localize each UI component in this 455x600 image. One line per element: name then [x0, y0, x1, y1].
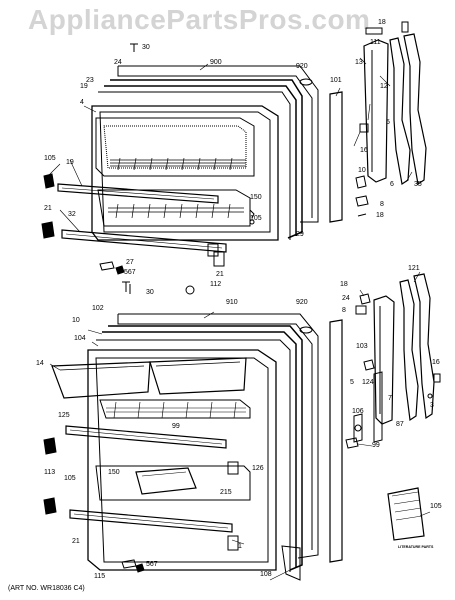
callout-label: 115	[94, 573, 105, 580]
callout-label: 104	[74, 335, 86, 342]
callout-label: 112	[210, 281, 221, 288]
fresh-food-door-assembly	[43, 284, 343, 581]
callout-label: 567	[146, 561, 158, 568]
callout-label: 35	[414, 181, 422, 188]
callout-label: 18	[340, 281, 348, 288]
callout-label: 19	[66, 159, 74, 166]
callout-label: 13	[355, 59, 363, 66]
callout-label: 21	[216, 271, 224, 278]
callout-label: 30	[146, 289, 154, 296]
callout-label: 21	[44, 205, 52, 212]
callout-label: 920	[296, 63, 308, 70]
callout-label: 105	[250, 215, 262, 222]
callout-label: 30	[142, 44, 150, 51]
callout-label: 105	[64, 475, 76, 482]
freezer-door-small-parts	[99, 251, 225, 295]
callout-label: 23	[86, 77, 94, 84]
literature-label: LITERATURE PARTS	[398, 545, 434, 549]
callout-label: 5	[386, 119, 390, 126]
callout-label: 18	[378, 19, 386, 26]
callout-label: 900	[210, 59, 222, 66]
callout-label: 105	[430, 503, 442, 510]
callout-label: 8	[380, 201, 384, 208]
callout-label: 16	[360, 147, 368, 154]
callout-label: 150	[250, 194, 262, 201]
callout-label: 4	[80, 99, 84, 106]
callout-label: 3	[430, 402, 434, 409]
art-number: (ART NO. WR18036 C4)	[8, 585, 85, 592]
callout-label: 24	[114, 59, 122, 66]
callout-label: 126	[252, 465, 264, 472]
callout-label: 18	[376, 212, 384, 219]
callout-label: 29	[296, 231, 304, 238]
fresh-food-hinge-parts	[345, 273, 441, 449]
callout-label: 99	[372, 442, 380, 449]
callout-label: 125	[58, 412, 70, 419]
callout-label: 12	[380, 83, 388, 90]
callout-label: 7	[388, 395, 392, 402]
callout-label: 113	[44, 469, 55, 476]
callout-label: 215	[220, 489, 232, 496]
freezer-hinge-parts	[355, 21, 427, 217]
callout-label: 99	[172, 423, 180, 430]
callout-label: 102	[92, 305, 104, 312]
callout-label: 910	[226, 299, 238, 306]
callout-label: 106	[352, 408, 364, 415]
callout-label: 24	[342, 295, 350, 302]
callout-labels: 30 900 920 18 111 19 13 12 101 24 23 4 5…	[36, 19, 442, 580]
callout-label: 121	[408, 265, 420, 272]
callout-label: 16	[432, 359, 440, 366]
callout-label: 108	[260, 571, 272, 578]
callout-label: 19	[80, 83, 88, 90]
literature-booklet: LITERATURE PARTS	[387, 487, 434, 549]
callout-label: 10	[72, 317, 80, 324]
callout-label: 27	[126, 259, 134, 266]
callout-label: 150	[108, 469, 120, 476]
callout-label: 1	[238, 543, 242, 550]
callout-label: 21	[72, 538, 80, 545]
callout-label: 567	[124, 269, 136, 276]
callout-label: 920	[296, 299, 308, 306]
callout-label: 101	[330, 77, 342, 84]
callout-label: 6	[390, 181, 394, 188]
freezer-door-assembly	[41, 43, 343, 257]
callout-label: 124	[362, 379, 374, 386]
watermark-text: AppliancePartsPros.com	[28, 4, 371, 35]
leader-lines	[47, 57, 431, 581]
callout-label: 103	[356, 343, 368, 350]
callout-label: 32	[68, 211, 76, 218]
callout-label: 10	[358, 167, 366, 174]
callout-label: 14	[36, 360, 44, 367]
callout-label: 111	[370, 39, 381, 46]
callout-label: 5	[350, 379, 354, 386]
callout-label: 8	[342, 307, 346, 314]
callout-label: 87	[396, 421, 404, 428]
callout-label: 105	[44, 155, 56, 162]
